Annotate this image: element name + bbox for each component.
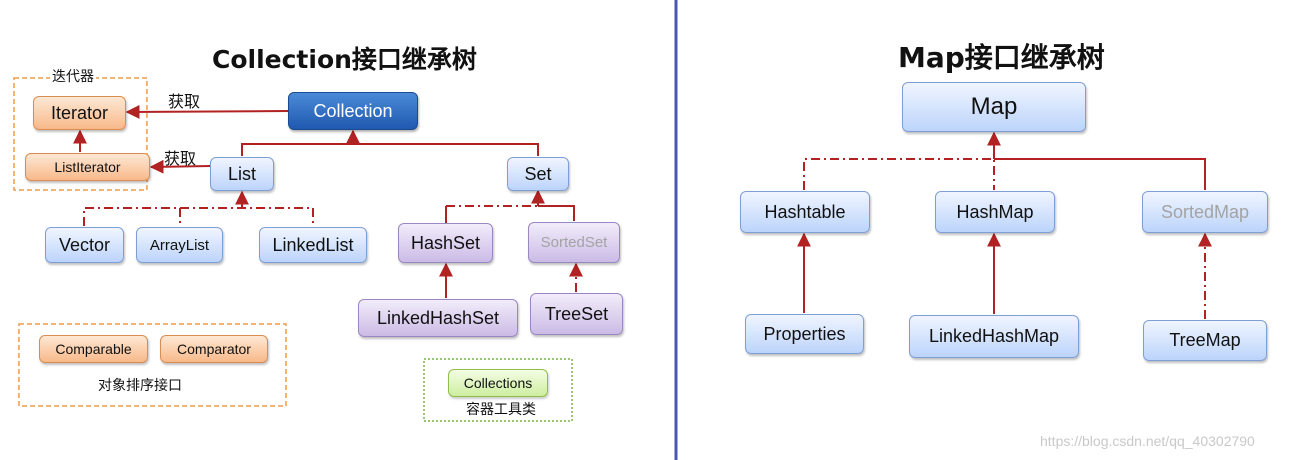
node-sorted-set: SortedSet	[528, 222, 620, 263]
node-map: Map	[902, 82, 1086, 132]
node-comparator: Comparator	[160, 335, 268, 363]
node-comparable: Comparable	[39, 335, 148, 363]
node-linked-hash-set: LinkedHashSet	[358, 299, 518, 337]
tool-group-label: 容器工具类	[466, 402, 536, 418]
get-label-iterator: 获取	[168, 92, 201, 111]
node-iterator: Iterator	[33, 96, 126, 130]
tool-group-box	[423, 358, 573, 422]
node-linked-hash-map: LinkedHashMap	[909, 315, 1079, 358]
node-sorted-map: SortedMap	[1142, 191, 1268, 233]
get-label-list-iterator: 获取	[164, 149, 197, 168]
node-hash-set: HashSet	[398, 223, 493, 263]
node-set: Set	[507, 157, 569, 191]
node-tree-set: TreeSet	[530, 293, 623, 335]
node-list: List	[210, 157, 274, 191]
node-list-iterator: ListIterator	[25, 153, 150, 181]
node-vector: Vector	[45, 227, 124, 263]
node-tree-map: TreeMap	[1143, 320, 1267, 361]
sort-group-label: 对象排序接口	[98, 378, 182, 394]
node-collections: Collections	[448, 369, 548, 397]
collection-title: Collection接口继承树	[212, 45, 477, 74]
watermark-text: https://blog.csdn.net/qq_40302790	[1040, 433, 1255, 449]
node-array-list: ArrayList	[136, 227, 223, 263]
sort-group-box	[18, 323, 287, 407]
node-properties: Properties	[745, 314, 864, 354]
node-hash-map: HashMap	[935, 191, 1055, 233]
node-collection: Collection	[288, 92, 418, 130]
map-title: Map接口继承树	[898, 41, 1105, 74]
iterator-group-label: 迭代器	[50, 66, 96, 86]
node-linked-list: LinkedList	[259, 227, 367, 263]
node-hashtable: Hashtable	[740, 191, 870, 233]
